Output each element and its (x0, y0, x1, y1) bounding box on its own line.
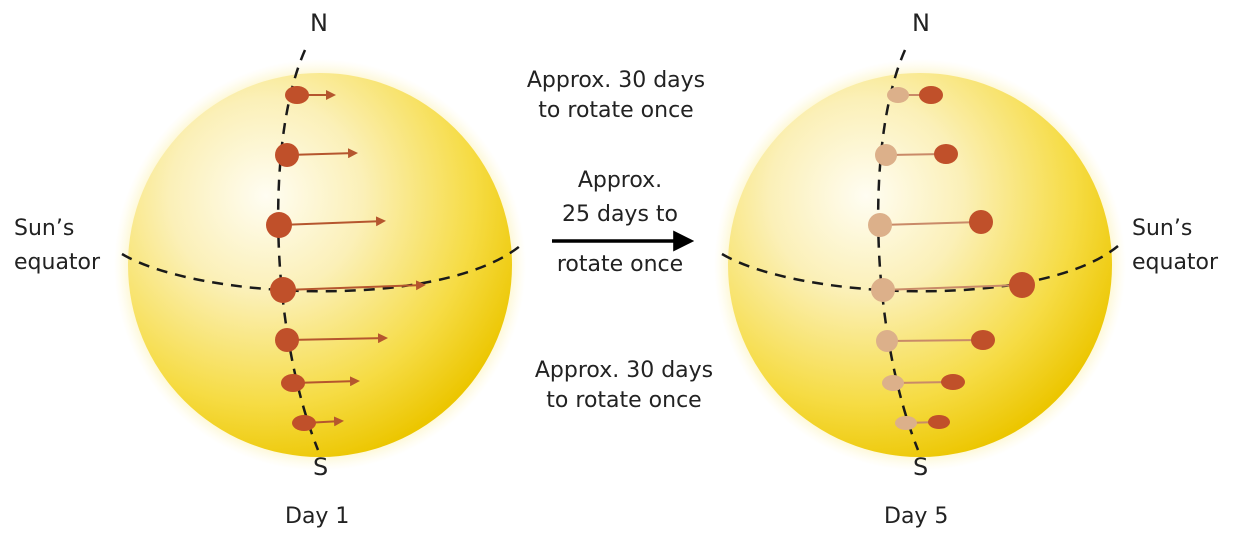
left-north-label: N (310, 8, 328, 38)
right-sunspot-2 (934, 144, 958, 164)
equator-rotation-note-line1: Approx. (540, 166, 700, 200)
right-sunspot-1 (919, 86, 943, 104)
top-rotation-note-line1: Approx. 30 days (500, 66, 732, 96)
left-equator-label-line1: Sun’s (14, 214, 74, 244)
top-rotation-note-line2: to rotate once (500, 96, 732, 126)
bottom-rotation-note-line2: to rotate once (506, 386, 742, 416)
right-original-spot-2 (875, 144, 897, 166)
left-sunspot-4 (270, 277, 296, 303)
right-connector-5 (887, 340, 982, 341)
right-original-spot-4 (871, 278, 895, 302)
left-south-label: S (313, 452, 328, 482)
right-original-spot-5 (876, 330, 898, 352)
right-north-label: N (912, 8, 930, 38)
left-sunspot-7 (292, 415, 316, 431)
right-equator-label-line2: equator (1132, 248, 1218, 278)
left-day-label: Day 1 (285, 502, 349, 532)
right-sunspot-3 (969, 210, 993, 234)
left-sunspot-2 (275, 143, 299, 167)
equator-rotation-note-line2: 25 days to (540, 200, 700, 250)
left-sunspot-3 (266, 212, 292, 238)
right-sun (714, 50, 1126, 471)
right-south-label: S (913, 452, 928, 482)
right-original-spot-6 (882, 375, 904, 391)
right-sunspot-4 (1009, 272, 1035, 298)
left-sunspot-1 (285, 86, 309, 104)
left-sunspot-6 (281, 374, 305, 392)
left-sunspot-5 (275, 328, 299, 352)
left-sun-disk (128, 73, 512, 457)
equator-rotation-note-line3: rotate once (540, 250, 700, 280)
right-original-spot-1 (887, 87, 909, 103)
right-original-spot-3 (868, 213, 892, 237)
right-equator-label-line1: Sun’s (1132, 214, 1192, 244)
right-original-spot-7 (895, 416, 917, 430)
right-sunspot-5 (971, 330, 995, 350)
right-day-label: Day 5 (884, 502, 948, 532)
bottom-rotation-note: Approx. 30 days to rotate once (506, 356, 742, 416)
top-rotation-note: Approx. 30 days to rotate once (500, 66, 732, 126)
right-sun-disk (728, 73, 1112, 457)
bottom-rotation-note-line1: Approx. 30 days (506, 356, 742, 386)
right-sunspot-7 (928, 415, 950, 429)
left-sun (114, 50, 526, 471)
left-equator-label-line2: equator (14, 248, 100, 278)
right-sunspot-6 (941, 374, 965, 390)
equator-rotation-note: Approx. 25 days to rotate once (540, 166, 700, 280)
